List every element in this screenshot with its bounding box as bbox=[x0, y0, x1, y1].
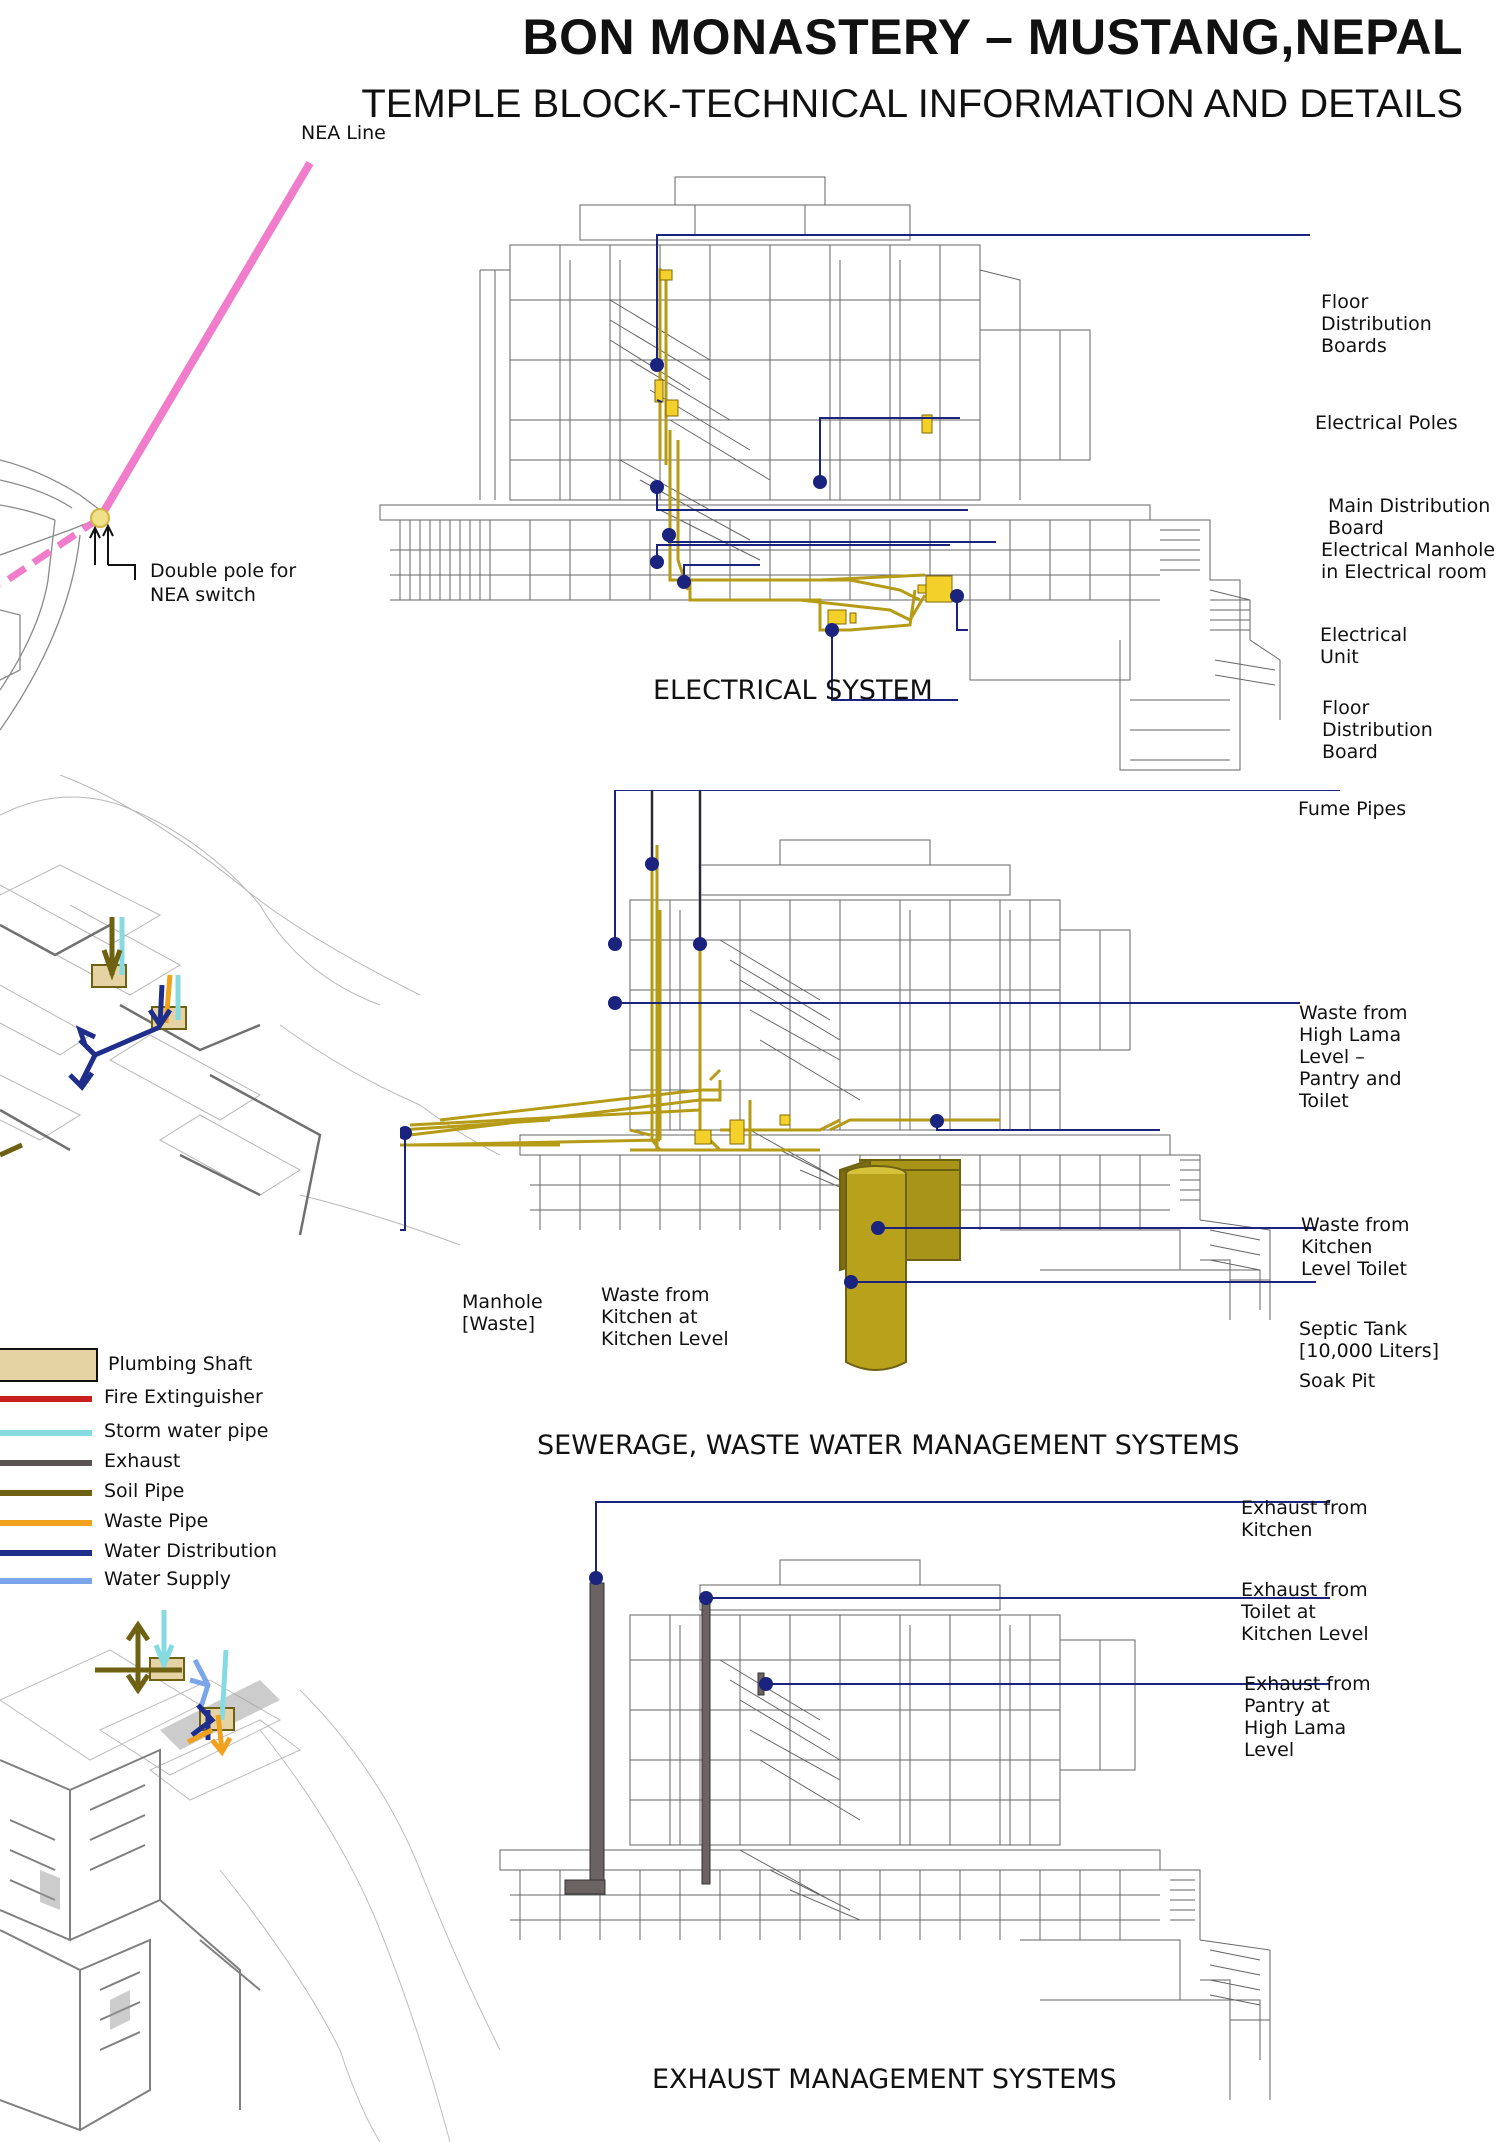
legend-swatch bbox=[0, 1490, 92, 1496]
plumbing-shaft-label: Plumbing Shaft bbox=[108, 1353, 253, 1375]
manhole-waste-line2: [Waste] bbox=[462, 1313, 536, 1335]
legend-swatch bbox=[0, 1396, 92, 1402]
waste-kitchen-toilet-line2: Kitchen bbox=[1301, 1236, 1373, 1258]
main-distribution-board-line2: Board bbox=[1328, 517, 1384, 539]
legend-label: Exhaust bbox=[104, 1450, 181, 1472]
electrical-caption: ELECTRICAL SYSTEM bbox=[653, 675, 933, 706]
page-title: BON MONASTERY – MUSTANG,NEPAL bbox=[522, 9, 1463, 65]
exhaust-caption: EXHAUST MANAGEMENT SYSTEMS bbox=[652, 2064, 1117, 2095]
exhaust-pantry-line1: Exhaust from bbox=[1244, 1673, 1371, 1695]
waste-high-lama-line4: Pantry and bbox=[1299, 1068, 1402, 1090]
sewerage-system-diagram bbox=[400, 790, 1340, 1371]
legend-label: Storm water pipe bbox=[104, 1420, 269, 1442]
floor-distribution-boards-line3: Boards bbox=[1321, 335, 1387, 357]
legend-swatch bbox=[0, 1430, 92, 1436]
septic-tank-line1: Septic Tank bbox=[1299, 1318, 1408, 1340]
double-pole-label-line1: Double pole for bbox=[150, 560, 297, 582]
legend-label: Waste Pipe bbox=[104, 1510, 209, 1532]
waste-high-lama-line5: Toilet bbox=[1299, 1090, 1349, 1112]
waste-kitchen-toilet-line1: Waste from bbox=[1301, 1214, 1410, 1236]
plumbing-axonometric-upper bbox=[0, 775, 500, 1246]
electrical-unit-line1: Electrical bbox=[1320, 624, 1408, 646]
legend-label: Soil Pipe bbox=[104, 1480, 185, 1502]
exhaust-pantry-line2: Pantry at bbox=[1244, 1695, 1330, 1717]
electrical-manhole-line1: Electrical Manhole bbox=[1321, 539, 1496, 561]
floor-distribution-board-line2: Distribution bbox=[1322, 719, 1433, 741]
floor-distribution-board-line1: Floor bbox=[1322, 697, 1370, 719]
manhole-waste-line1: Manhole bbox=[462, 1291, 543, 1313]
page-subtitle: TEMPLE BLOCK-TECHNICAL INFORMATION AND D… bbox=[361, 82, 1463, 126]
septic-tank-line2: [10,000 Liters] bbox=[1299, 1340, 1440, 1362]
floor-distribution-board-line3: Board bbox=[1322, 741, 1378, 763]
waste-high-lama-line1: Waste from bbox=[1299, 1002, 1408, 1024]
exhaust-system-diagram bbox=[499, 1501, 1330, 2100]
waste-kitchen-level-line3: Kitchen Level bbox=[601, 1328, 729, 1350]
plumbing-axonometric-lower bbox=[0, 1610, 500, 2142]
waste-kitchen-level-line1: Waste from bbox=[601, 1284, 710, 1306]
exhaust-kitchen-line2: Kitchen bbox=[1241, 1519, 1313, 1541]
exhaust-toilet-line3: Kitchen Level bbox=[1241, 1623, 1369, 1645]
exhaust-kitchen-line1: Exhaust from bbox=[1241, 1497, 1368, 1519]
legend-label: Fire Extinguisher bbox=[104, 1386, 263, 1408]
waste-high-lama-line2: High Lama bbox=[1299, 1024, 1402, 1046]
floor-distribution-boards-line2: Distribution bbox=[1321, 313, 1432, 335]
exhaust-toilet-line2: Toilet at bbox=[1241, 1601, 1316, 1623]
waste-kitchen-level-line2: Kitchen at bbox=[601, 1306, 698, 1328]
electrical-system-diagram bbox=[379, 176, 1310, 771]
waste-kitchen-toilet-line3: Level Toilet bbox=[1301, 1258, 1407, 1280]
exhaust-pantry-line4: Level bbox=[1244, 1739, 1295, 1761]
exhaust-pantry-line3: High Lama bbox=[1244, 1717, 1347, 1739]
legend-swatch bbox=[0, 1520, 92, 1526]
electrical-manhole-line2: in Electrical room bbox=[1321, 561, 1487, 583]
electrical-poles-label: Electrical Poles bbox=[1315, 412, 1458, 434]
sewerage-caption: SEWERAGE, WASTE WATER MANAGEMENT SYSTEMS bbox=[537, 1430, 1240, 1461]
legend-swatch bbox=[0, 1460, 92, 1466]
waste-high-lama-line3: Level – bbox=[1299, 1046, 1365, 1068]
exhaust-toilet-line1: Exhaust from bbox=[1241, 1579, 1368, 1601]
legend-label: Water Distribution bbox=[104, 1540, 278, 1562]
fume-pipes-label: Fume Pipes bbox=[1298, 798, 1407, 820]
legend-swatch bbox=[0, 1578, 92, 1584]
nea-line bbox=[96, 160, 314, 521]
floor-distribution-boards-line1: Floor bbox=[1321, 291, 1369, 313]
soak-pit-label: Soak Pit bbox=[1299, 1370, 1376, 1392]
plumbing-shaft-swatch bbox=[0, 1348, 98, 1382]
double-pole-label-line2: NEA switch bbox=[150, 584, 256, 606]
electrical-unit-line2: Unit bbox=[1320, 646, 1359, 668]
legend-swatch bbox=[0, 1550, 92, 1556]
legend-label: Water Supply bbox=[104, 1568, 231, 1590]
nea-line-label: NEA Line bbox=[301, 122, 386, 144]
main-distribution-board-line1: Main Distribution bbox=[1328, 495, 1491, 517]
site-plan-diagram bbox=[0, 160, 314, 731]
